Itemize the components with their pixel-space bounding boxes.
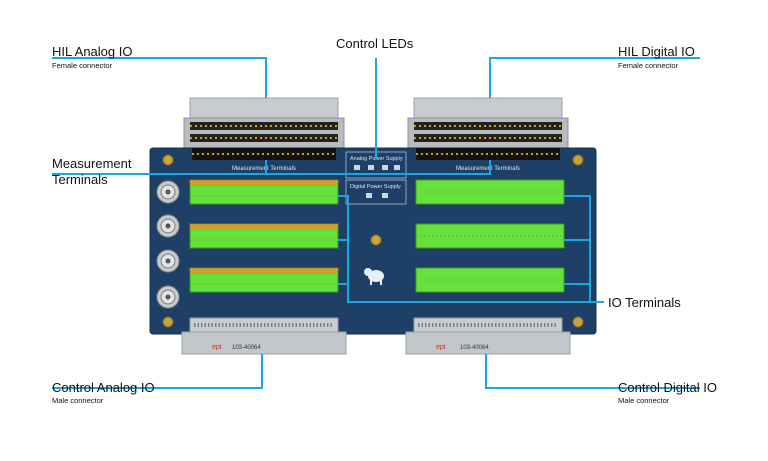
measurement-headers [192,148,560,160]
measurement-terminals-label-line2: Terminals [52,172,108,187]
control-analog-connector [181,317,347,355]
io-terminals-label: IO Terminals [608,295,681,310]
brand-right: ept [436,344,446,351]
control-digital-connector [405,317,571,355]
terminal-blocks-left [189,179,339,293]
control-digital-io-sublabel: Male connector [618,396,670,405]
control-analog-io-sublabel: Male connector [52,396,104,405]
control-analog-io-label: Control Analog IO [52,380,155,395]
control-leds-label: Control LEDs [336,36,414,51]
brand-left: ept [212,344,222,351]
measurement-terminals-label-line1: Measurement [52,156,132,171]
callout-lines [52,57,700,389]
hil-analog-io-sublabel: Female connector [52,61,113,70]
elephant-logo [364,268,384,285]
part-number-left: 103-40064 [232,345,261,351]
hil-digital-connector [407,97,569,149]
hil-analog-io-label: HIL Analog IO [52,44,133,59]
bnc-connectors [156,180,180,309]
part-number-right: 103-40064 [460,345,489,351]
terminal-blocks-right [415,179,565,293]
hil-analog-connector [183,97,345,149]
svg-text:Digital Power Supply: Digital Power Supply [350,184,401,190]
measurement-terminals-right-text: Measurement Terminals [456,166,520,172]
mounting-holes [162,154,584,328]
hil-digital-io-label: HIL Digital IO [618,44,695,59]
digital-power-supply: Digital Power Supply [345,179,407,205]
hil-digital-io-sublabel: Female connector [618,61,679,70]
measurement-terminals-left-text: Measurement Terminals [232,166,296,172]
control-digital-io-label: Control Digital IO [618,380,717,395]
